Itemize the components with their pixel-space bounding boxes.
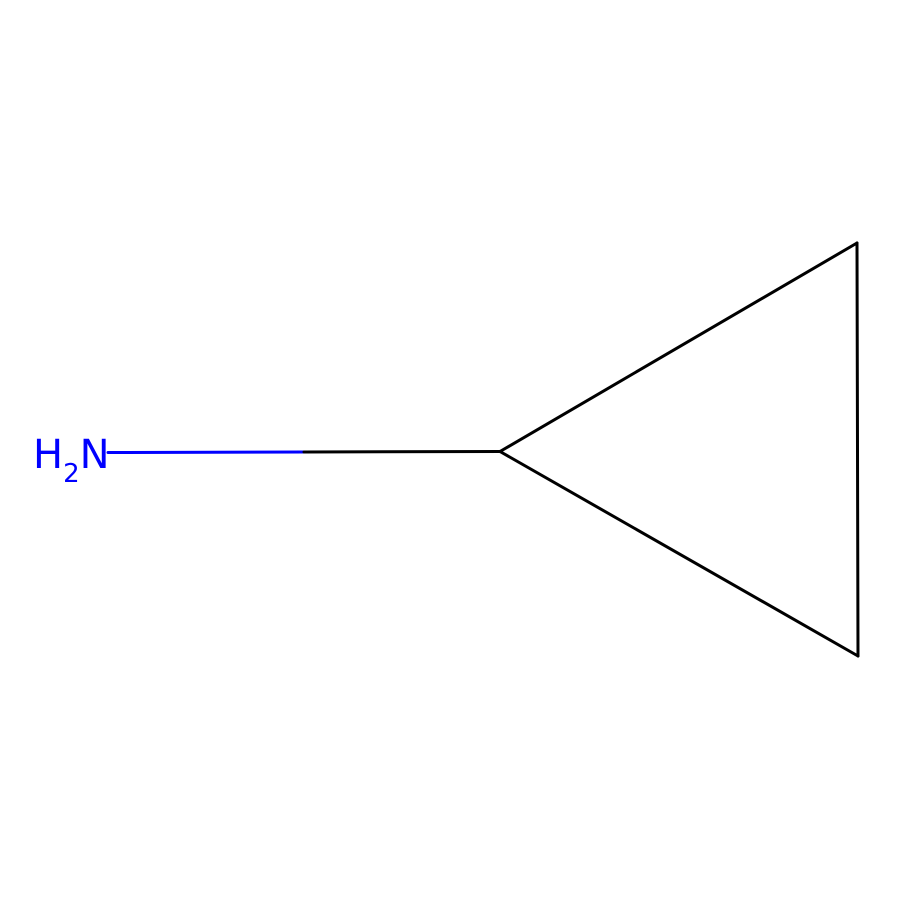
bond-n-c-carbon-half <box>302 450 502 454</box>
amine-hydrogen-symbol: H <box>33 432 63 478</box>
amine-atom-label: H2N <box>33 432 110 489</box>
amine-nitrogen-symbol: N <box>80 432 110 478</box>
ring-bond-c2-c3 <box>855 241 860 658</box>
ring-bond-c1-c2 <box>498 241 859 453</box>
bond-n-c-nitrogen-half <box>106 450 306 454</box>
amine-hydrogen-count: 2 <box>63 459 80 489</box>
ring-bond-c3-c1 <box>498 450 860 658</box>
